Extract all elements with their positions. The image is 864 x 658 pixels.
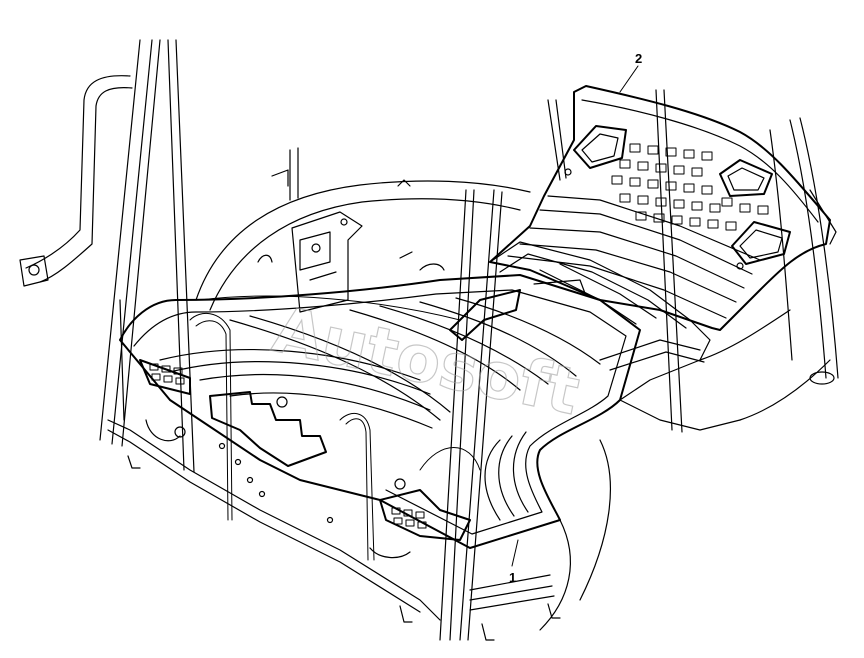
left-grab-handle [19,75,133,287]
right-door-frame [739,117,839,421]
floor-mat-part-1 [119,274,641,549]
floor-pan [107,299,612,641]
cab-rear-wall [195,147,531,311]
front-mat-grid [149,363,427,529]
callout-2: 2 [635,51,642,66]
rear-mat-part-2 [489,85,831,331]
seat-bracket [291,211,363,313]
rear-mat-grid [611,143,769,231]
callout-1: 1 [509,570,516,585]
left-a-pillar [99,39,195,473]
cables [189,295,481,561]
leader-lines [511,65,639,567]
center-rods [439,89,683,641]
